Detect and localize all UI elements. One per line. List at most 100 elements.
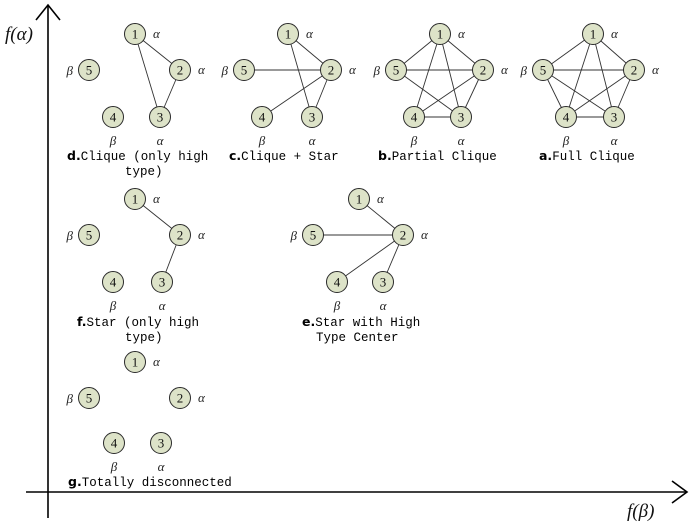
edge-1-3 — [439, 33, 462, 118]
node-type-label: β — [109, 298, 117, 313]
node-number: 3 — [611, 110, 618, 125]
node-type-label: β — [258, 133, 266, 148]
edge-4-2 — [261, 69, 332, 118]
node-number: 2 — [400, 228, 407, 243]
node-number: 2 — [328, 63, 335, 78]
node-type-label: β — [520, 63, 528, 78]
graph-e-edges — [313, 198, 404, 283]
node-circle — [582, 23, 604, 45]
edge-1-3 — [592, 33, 615, 118]
node-type-label: β — [290, 228, 298, 243]
caption-line: type) — [125, 331, 163, 345]
node-circle — [429, 23, 451, 45]
node-number: 1 — [132, 355, 139, 370]
node-number: 5 — [393, 63, 400, 78]
node-type-label: α — [501, 62, 509, 77]
node-5: 5β — [520, 59, 554, 81]
node-number: 4 — [111, 436, 118, 451]
node-type-label: α — [198, 390, 206, 405]
node-circle — [623, 59, 645, 81]
edge-1-4 — [413, 33, 441, 118]
edge-1-3 — [134, 33, 161, 118]
node-number: 4 — [563, 110, 570, 125]
node-5: 5β — [66, 387, 100, 409]
node-circle — [301, 106, 323, 128]
node-circle — [472, 59, 494, 81]
node-number: 5 — [540, 63, 547, 78]
node-type-label: β — [410, 133, 418, 148]
node-type-label: α — [153, 26, 161, 41]
node-type-label: α — [380, 298, 388, 313]
node-5: 5β — [221, 59, 255, 81]
caption-letter: e. — [302, 314, 315, 329]
graph-a-edges — [542, 33, 635, 118]
node-circle — [603, 106, 625, 128]
graph-c-edges — [244, 33, 332, 118]
node-circle — [124, 23, 146, 45]
node-number: 3 — [158, 436, 165, 451]
node-3: 3α — [372, 271, 394, 313]
node-number: 5 — [86, 63, 93, 78]
node-number: 1 — [590, 27, 597, 42]
node-number: 2 — [177, 228, 184, 243]
y-axis-arrowhead — [35, 3, 61, 21]
node-number: 4 — [411, 110, 418, 125]
node-3: 3α — [301, 106, 323, 148]
caption-text: Star with High — [315, 316, 420, 330]
node-type-label: β — [373, 63, 381, 78]
node-circle — [320, 59, 342, 81]
node-circle — [169, 387, 191, 409]
node-3: 3α — [149, 106, 171, 148]
graph-b-caption: b.Partial Clique — [378, 148, 497, 164]
node-number: 4 — [110, 275, 117, 290]
node-type-label: α — [421, 227, 429, 242]
node-circle — [532, 59, 554, 81]
caption-text: type) — [125, 331, 163, 345]
node-type-label: α — [153, 354, 161, 369]
node-circle — [102, 271, 124, 293]
node-number: 2 — [480, 63, 487, 78]
caption-text: Partial Clique — [392, 150, 497, 164]
node-circle — [326, 271, 348, 293]
node-circle — [302, 224, 324, 246]
node-number: 1 — [437, 27, 444, 42]
node-4: 4β — [102, 106, 124, 148]
node-circle — [251, 106, 273, 128]
node-circle — [385, 59, 407, 81]
node-type-label: β — [110, 459, 118, 474]
node-3: 3α — [450, 106, 472, 148]
node-circle — [149, 106, 171, 128]
node-type-label: α — [159, 298, 167, 313]
node-type-label: α — [198, 62, 206, 77]
edge-1-3 — [287, 33, 313, 118]
node-number: 4 — [259, 110, 266, 125]
node-circle — [277, 23, 299, 45]
node-type-label: α — [157, 133, 165, 148]
edge-3-5 — [395, 69, 462, 118]
caption-letter: a. — [539, 148, 552, 163]
node-3: 3α — [151, 271, 173, 313]
node-circle — [151, 271, 173, 293]
node-circle — [169, 224, 191, 246]
node-4: 4β — [103, 432, 125, 474]
node-type-label: α — [377, 191, 385, 206]
caption-text: Totally disconnected — [82, 476, 232, 490]
node-circle — [103, 432, 125, 454]
node-number: 2 — [631, 63, 638, 78]
node-number: 5 — [86, 391, 93, 406]
node-type-label: α — [458, 26, 466, 41]
caption-text: Full Clique — [552, 150, 635, 164]
